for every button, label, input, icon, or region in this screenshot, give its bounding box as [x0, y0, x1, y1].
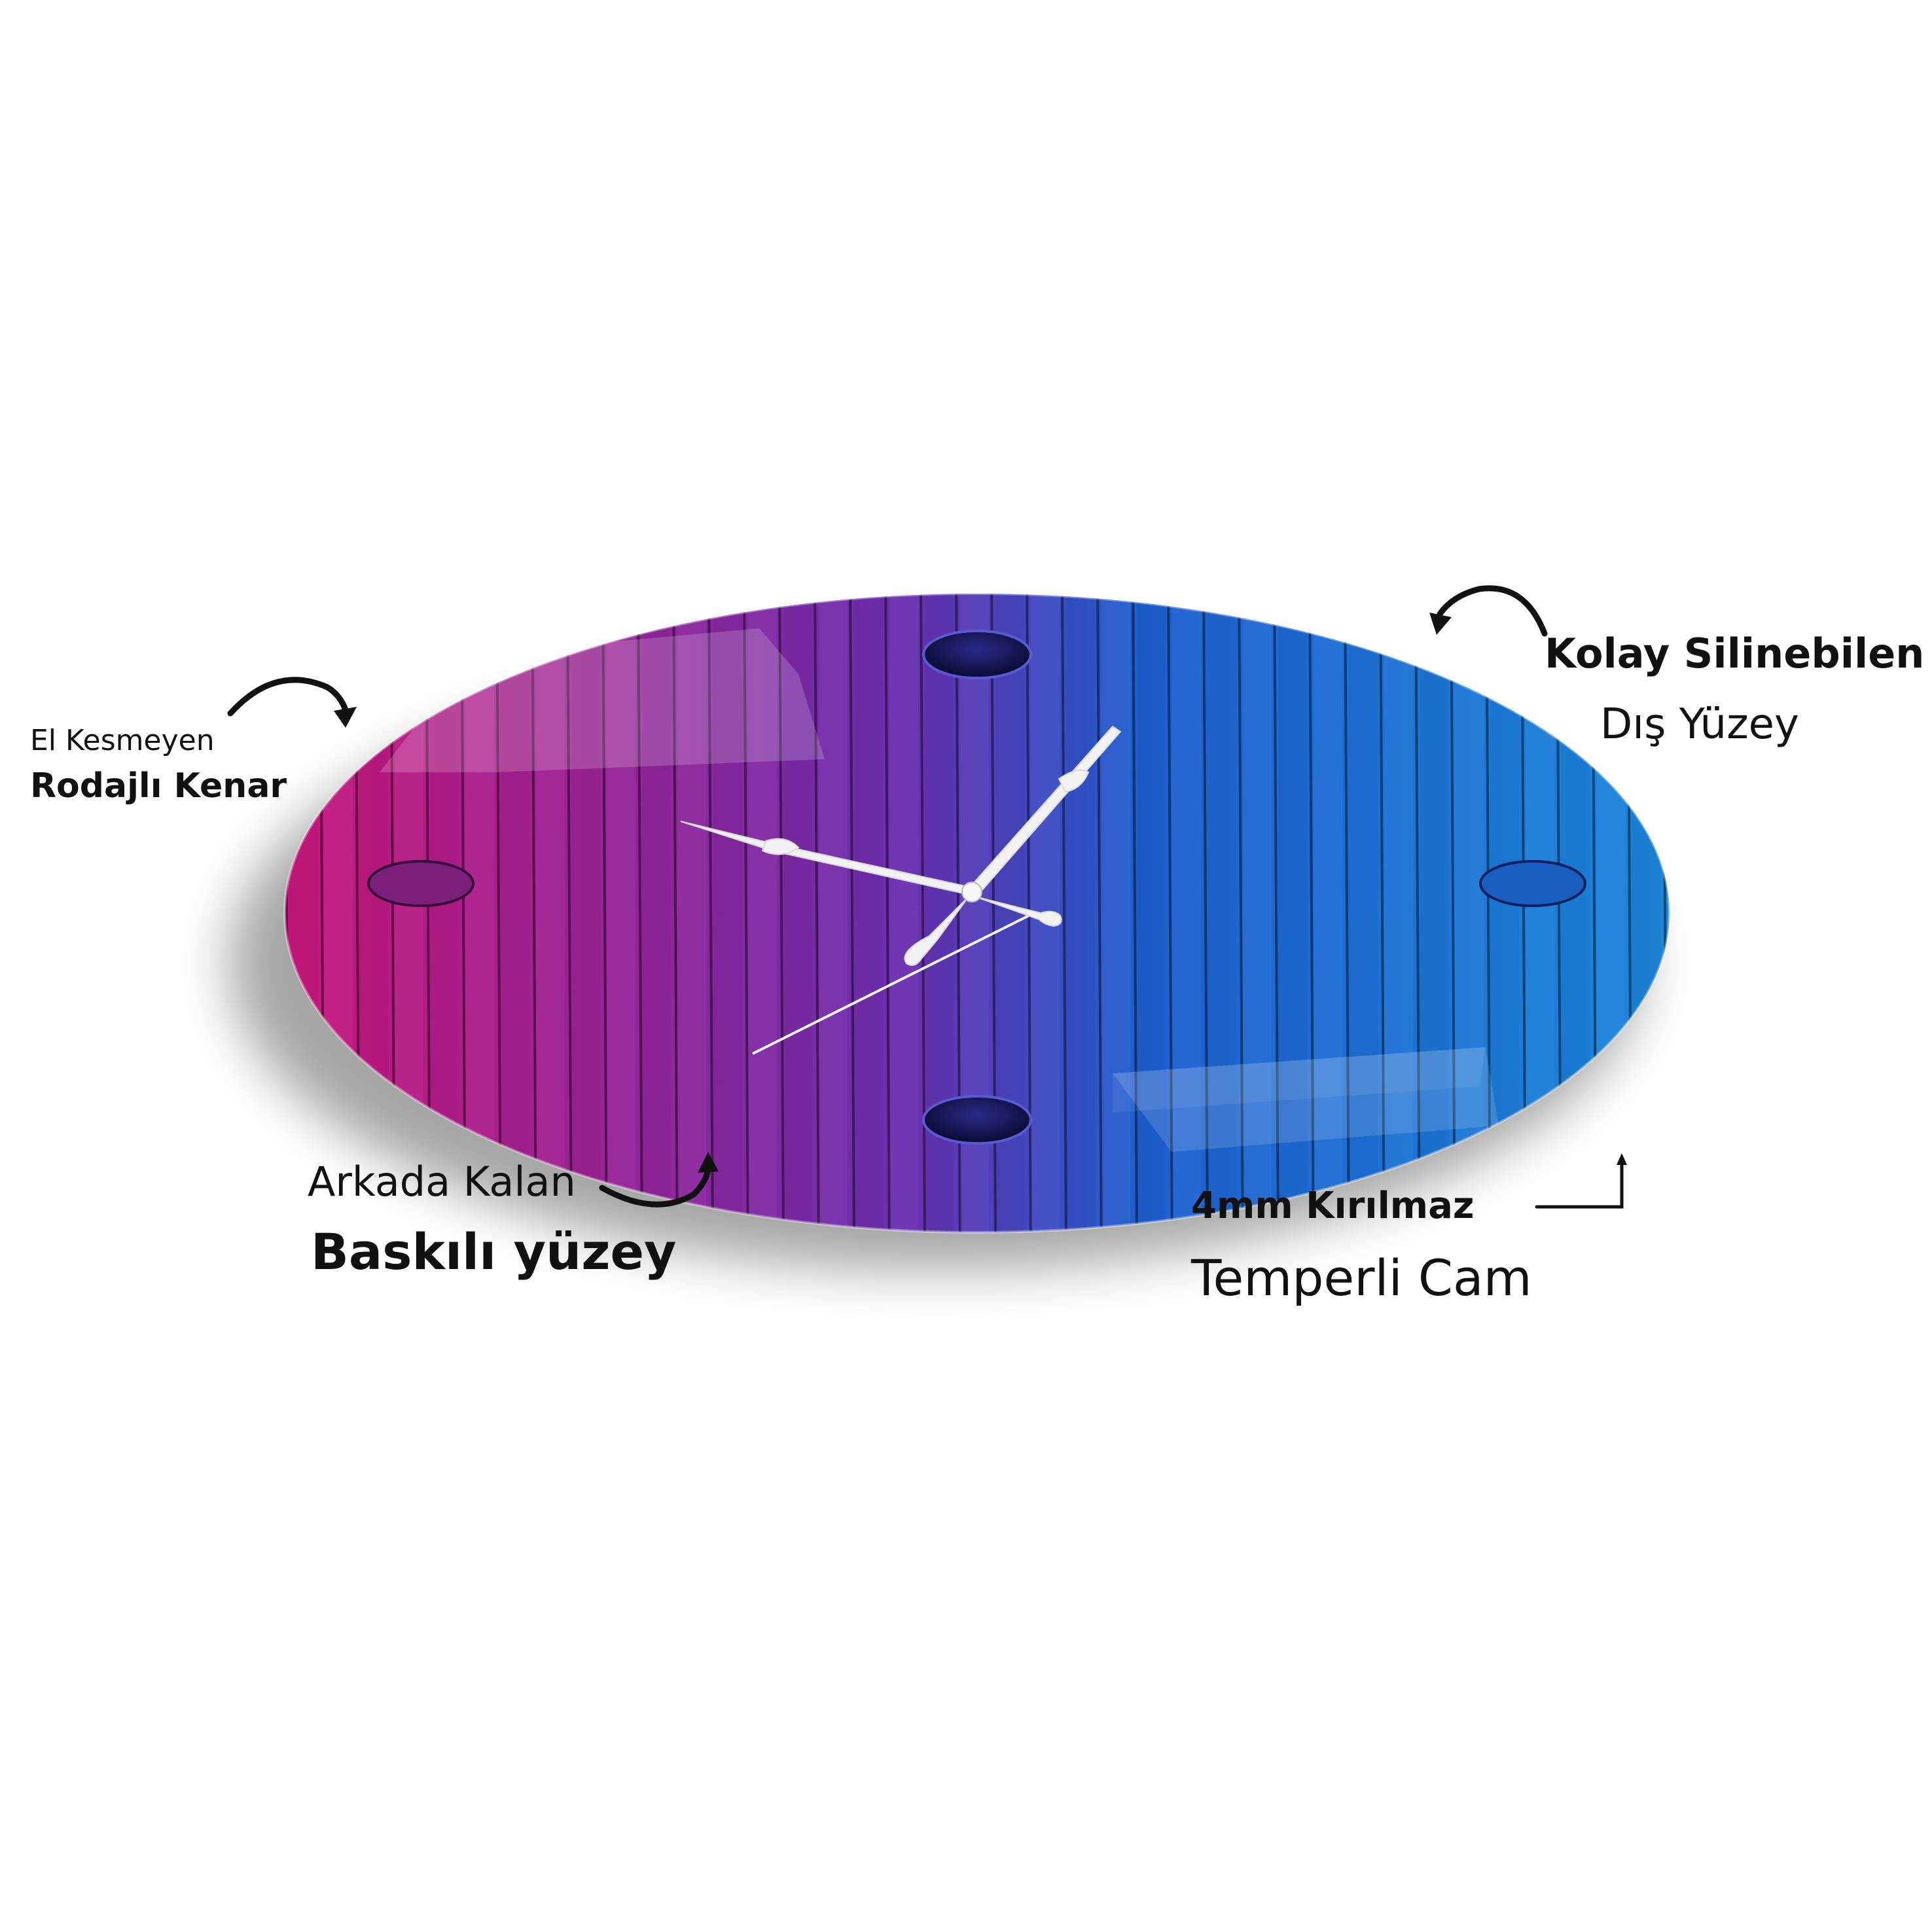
plank-seam: [849, 594, 855, 1232]
plank: [642, 594, 671, 1232]
plank: [889, 594, 918, 1232]
print-label-line2: Baskılı yüzey: [311, 1223, 677, 1281]
print-label-line1: Arkada Kalan: [308, 1158, 576, 1206]
plank: [607, 594, 635, 1232]
plank-seam: [1132, 594, 1138, 1232]
plank-seam: [1273, 594, 1279, 1232]
plank: [465, 594, 494, 1232]
plank-seam: [1167, 594, 1173, 1232]
plank-seam: [1308, 594, 1315, 1232]
edge-label-line1: El Kesmeyen: [30, 724, 215, 757]
plank: [748, 594, 777, 1232]
second-hand: [752, 912, 1035, 1055]
plank: [289, 594, 317, 1232]
plank-seam: [672, 594, 679, 1232]
surface-label-line1: Kolay Silinebilen: [1545, 630, 1925, 677]
plank: [1031, 594, 1060, 1232]
plank-seam: [495, 594, 502, 1232]
plank: [713, 594, 742, 1232]
plank-seam: [707, 594, 714, 1232]
curved-arrow-icon: [1429, 585, 1548, 637]
plank: [1384, 594, 1413, 1232]
plank: [1455, 594, 1484, 1232]
plank: [1101, 594, 1130, 1232]
glass-reflections: [380, 628, 1499, 1152]
plank-seam: [601, 594, 608, 1232]
plank: [819, 594, 848, 1232]
corner-arrow-icon: [1535, 1153, 1627, 1209]
plank-seam: [1379, 594, 1386, 1232]
plank-seam: [531, 594, 537, 1232]
plank: [1420, 594, 1448, 1232]
plank: [1208, 594, 1236, 1232]
plank-seam: [1414, 594, 1421, 1232]
plank: [677, 594, 706, 1232]
plank-seam: [566, 594, 573, 1232]
plank: [1278, 594, 1307, 1232]
plank: [1243, 594, 1272, 1232]
plank: [1314, 594, 1342, 1232]
mounting-holes: [367, 630, 1586, 1145]
plank-seam: [1202, 594, 1209, 1232]
glass-face: [285, 594, 1670, 1232]
plank: [1066, 594, 1095, 1232]
plank: [854, 594, 883, 1232]
clock-hands: [680, 725, 1122, 1055]
curved-arrow-icon: [599, 1152, 719, 1208]
glass-rim: [283, 592, 1671, 1234]
plank-seam: [637, 594, 643, 1232]
plank-seam: [778, 594, 785, 1232]
plank-seam: [884, 594, 891, 1232]
glass-label-line2: Temperli Cam: [1191, 1249, 1532, 1307]
glass-label-line1: 4mm Kırılmaz: [1191, 1185, 1475, 1227]
plank-seam: [743, 594, 749, 1232]
plank-seam: [1450, 594, 1456, 1232]
plank-seam: [1238, 594, 1244, 1232]
plank: [783, 594, 812, 1232]
plank: [571, 594, 600, 1232]
plank-seam: [920, 594, 926, 1232]
plank: [536, 594, 565, 1232]
plank: [1137, 594, 1166, 1232]
plank: [925, 594, 954, 1232]
plank: [501, 594, 529, 1232]
plank-seam: [814, 594, 820, 1232]
plank: [1667, 594, 1670, 1232]
plank: [1349, 594, 1378, 1232]
plank-seam: [1061, 594, 1067, 1232]
surface-label-line2: Dış Yüzey: [1600, 700, 1799, 749]
plank-seam: [1096, 594, 1103, 1232]
edge-label-line2: Rodajlı Kenar: [30, 766, 287, 806]
clock-center-cap: [961, 882, 982, 903]
plank: [324, 594, 353, 1232]
plank: [1172, 594, 1201, 1232]
curved-arrow-icon: [227, 677, 357, 728]
plank-seam: [1344, 594, 1350, 1232]
